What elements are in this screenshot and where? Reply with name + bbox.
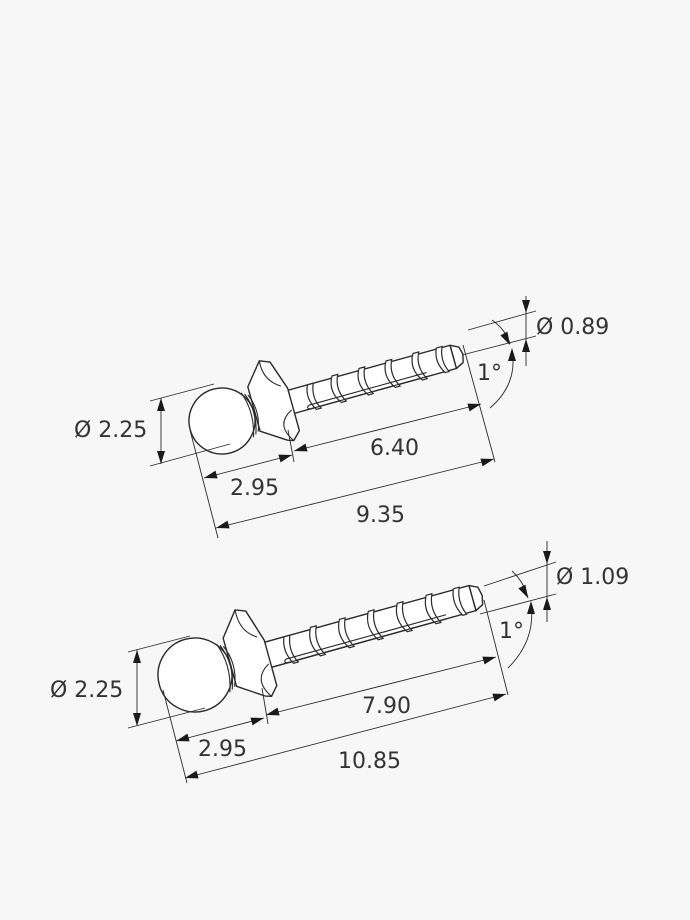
screw-1-body — [188, 344, 464, 455]
screw-1-head-length-label: 2.95 — [230, 476, 279, 501]
screw-1-threads — [306, 345, 451, 411]
screw-2-body — [157, 584, 484, 713]
screw-2-tip-angle-label: 1° — [499, 619, 524, 644]
screw-2-total-length-label: 10.85 — [338, 749, 401, 774]
screw-1-thread-length-dim: 6.40 — [292, 400, 483, 461]
screw-2-tip-diameter-dim: Ø 1.09 — [479, 541, 629, 622]
screw-1-tip-diameter-label: Ø 0.89 — [536, 315, 609, 340]
screw-2-tip-angle-dim: 1° — [499, 570, 535, 669]
screw-1-head-diameter-dim: Ø 2.25 — [74, 383, 231, 467]
screw-2-thread-length-dim: 7.90 — [264, 653, 498, 719]
screw-2: Ø 2.25 2.95 7.90 10.85 — [50, 541, 629, 784]
screw-2-head-diameter-label: Ø 2.25 — [50, 678, 123, 703]
screw-2-tip-diameter-label: Ø 1.09 — [556, 565, 629, 590]
screw-2-head-length-dim: 2.95 — [174, 714, 266, 762]
screw-2-total-length-dim: 10.85 — [183, 690, 508, 782]
screw-1-head-diameter-label: Ø 2.25 — [74, 418, 147, 443]
screw-1-total-length-dim: 9.35 — [214, 455, 496, 532]
screw-2-threads — [283, 586, 468, 664]
screw-1-tip-angle-dim: 1° — [477, 319, 516, 409]
screw-1-thread-length-label: 6.40 — [370, 436, 419, 461]
screw-2-head-diameter-dim: Ø 2.25 — [50, 635, 206, 729]
screw-1-tip-diameter-dim: Ø 0.89 — [461, 296, 609, 366]
screw-1-total-length-label: 9.35 — [356, 503, 405, 528]
screw-1-head-length-dim: 2.95 — [202, 451, 294, 501]
screw-2-head-length-label: 2.95 — [198, 737, 247, 762]
screw-2-thread-length-label: 7.90 — [362, 694, 411, 719]
screw-1: Ø 2.25 2.95 6.40 9.35 — [74, 296, 609, 539]
screw-1-tip-angle-label: 1° — [477, 361, 502, 386]
